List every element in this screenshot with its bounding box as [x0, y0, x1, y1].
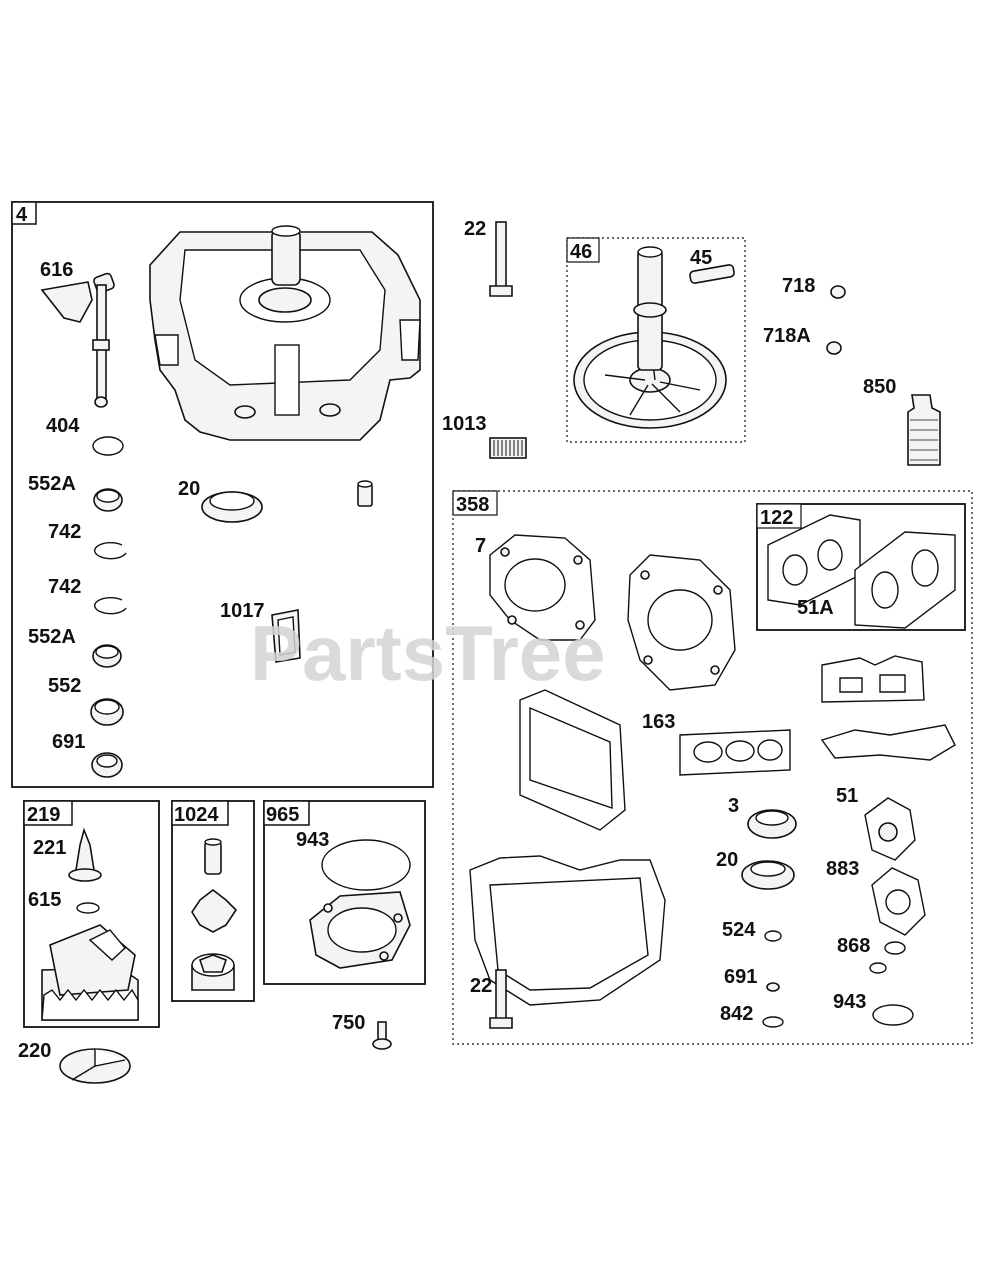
watermark-text: PartsTree: [250, 609, 606, 697]
callout-7[interactable]: 7: [475, 535, 486, 557]
group-46-frame: [566, 237, 746, 443]
callout-20-lower[interactable]: 20: [716, 849, 738, 871]
gasket-883-part[interactable]: [871, 867, 926, 936]
callout-552a-2[interactable]: 552A: [28, 626, 76, 648]
callout-742-2[interactable]: 742: [48, 576, 81, 598]
o-ring-943-part[interactable]: [321, 839, 411, 891]
screw-750-part[interactable]: [372, 1021, 392, 1050]
oil-seal-20-part[interactable]: [201, 491, 263, 523]
callout-51a[interactable]: 51A: [797, 597, 834, 619]
muffler-gasket-part[interactable]: [820, 724, 956, 761]
callout-20[interactable]: 20: [178, 478, 200, 500]
callout-691[interactable]: 691: [52, 731, 85, 753]
callout-750[interactable]: 750: [332, 1012, 365, 1034]
callout-742[interactable]: 742: [48, 521, 81, 543]
callout-1013[interactable]: 1013: [442, 413, 487, 435]
seal-3-part[interactable]: [747, 809, 797, 839]
callout-552a[interactable]: 552A: [28, 473, 76, 495]
group-122-label: 122: [760, 507, 793, 529]
valve-718-part[interactable]: [830, 285, 846, 299]
group-358-frame: [452, 490, 973, 1045]
bushing-552-part[interactable]: [90, 698, 124, 726]
callout-51[interactable]: 51: [836, 785, 858, 807]
group-965-frame: [263, 800, 426, 985]
washer-404-part[interactable]: [92, 436, 124, 456]
crankcase-cover-part[interactable]: [149, 225, 421, 441]
oil-pump-gear-part[interactable]: [41, 924, 139, 1021]
group-219-frame: [23, 800, 160, 1028]
valve-cover-gasket-part[interactable]: [519, 689, 626, 831]
rotor-inner-part[interactable]: [191, 888, 238, 933]
callout-868[interactable]: 868: [837, 935, 870, 957]
pump-shaft-part[interactable]: [204, 838, 222, 875]
cylinder-head-gasket-7-part[interactable]: [489, 534, 596, 641]
group-965-label: 965: [266, 804, 299, 826]
callout-842[interactable]: 842: [720, 1003, 753, 1025]
group-4-frame: [11, 201, 434, 788]
pump-cover-220-part[interactable]: [59, 1048, 131, 1084]
callout-943[interactable]: 943: [296, 829, 329, 851]
e-ring-742-2-part[interactable]: [94, 596, 127, 615]
callout-524[interactable]: 524: [722, 919, 756, 941]
group-4-label: 4: [16, 204, 28, 226]
callout-718[interactable]: 718: [782, 275, 815, 297]
valve-718a-part[interactable]: [826, 341, 842, 355]
callout-850[interactable]: 850: [863, 376, 896, 398]
group-46-label: 46: [570, 241, 592, 263]
gasket-163-part[interactable]: [679, 729, 791, 776]
exhaust-gasket-part[interactable]: [821, 655, 925, 703]
seal-691-part[interactable]: [91, 752, 123, 778]
o-ring-615-part[interactable]: [76, 902, 100, 914]
group-122-frame: [756, 503, 966, 631]
pump-plate-part[interactable]: [309, 891, 411, 969]
bushing-552a-2-part[interactable]: [92, 644, 122, 668]
cylinder-head-gasket-part[interactable]: [627, 554, 736, 691]
callout-616[interactable]: 616: [40, 259, 73, 281]
filter-850-part[interactable]: [907, 394, 941, 466]
pin-45-part[interactable]: [689, 264, 735, 284]
group-219-label: 219: [27, 804, 60, 826]
washer-842-part[interactable]: [762, 1016, 784, 1028]
group-358-label: 358: [456, 494, 489, 516]
callout-943-lower[interactable]: 943: [833, 991, 866, 1013]
callout-404[interactable]: 404: [46, 415, 80, 437]
bolt-22-upper-part[interactable]: [489, 221, 513, 297]
intake-gasket-122-part[interactable]: [767, 514, 861, 606]
seal-691-lower-part[interactable]: [766, 982, 780, 992]
callout-615[interactable]: 615: [28, 889, 61, 911]
crankcase-gasket-part[interactable]: [469, 855, 666, 1006]
callout-163[interactable]: 163: [642, 711, 675, 733]
e-ring-742-part[interactable]: [94, 541, 127, 560]
governor-shaft-part[interactable]: [40, 272, 115, 408]
callout-220[interactable]: 220: [18, 1040, 51, 1062]
callout-45[interactable]: 45: [690, 247, 712, 269]
part-868[interactable]: [869, 941, 906, 974]
oil-pump-shaft-221-part[interactable]: [68, 827, 102, 882]
callout-22-lower[interactable]: 22: [470, 975, 492, 997]
oil-seal-20-lower-part[interactable]: [741, 860, 795, 890]
callout-221[interactable]: 221: [33, 837, 66, 859]
filter-1017-part[interactable]: [271, 609, 301, 663]
o-ring-943-lower-part[interactable]: [872, 1004, 914, 1026]
callout-22[interactable]: 22: [464, 218, 486, 240]
gasket-51-part[interactable]: [864, 797, 916, 861]
seal-524-part[interactable]: [764, 930, 782, 942]
rotor-outer-part[interactable]: [191, 953, 235, 991]
callout-691-lower[interactable]: 691: [724, 966, 757, 988]
intake-gasket-51a-part[interactable]: [854, 531, 956, 629]
callout-883[interactable]: 883: [826, 858, 859, 880]
bushing-552a-part[interactable]: [93, 488, 123, 512]
callout-552[interactable]: 552: [48, 675, 81, 697]
callout-718a[interactable]: 718A: [763, 325, 811, 347]
callout-1017[interactable]: 1017: [220, 600, 265, 622]
callout-3[interactable]: 3: [728, 795, 739, 817]
bolt-22-lower-part[interactable]: [489, 969, 513, 1029]
camshaft-gear-part[interactable]: [573, 246, 727, 429]
plug-part[interactable]: [357, 480, 373, 507]
breather-1013-part[interactable]: [489, 437, 527, 459]
group-1024-label: 1024: [174, 804, 219, 826]
